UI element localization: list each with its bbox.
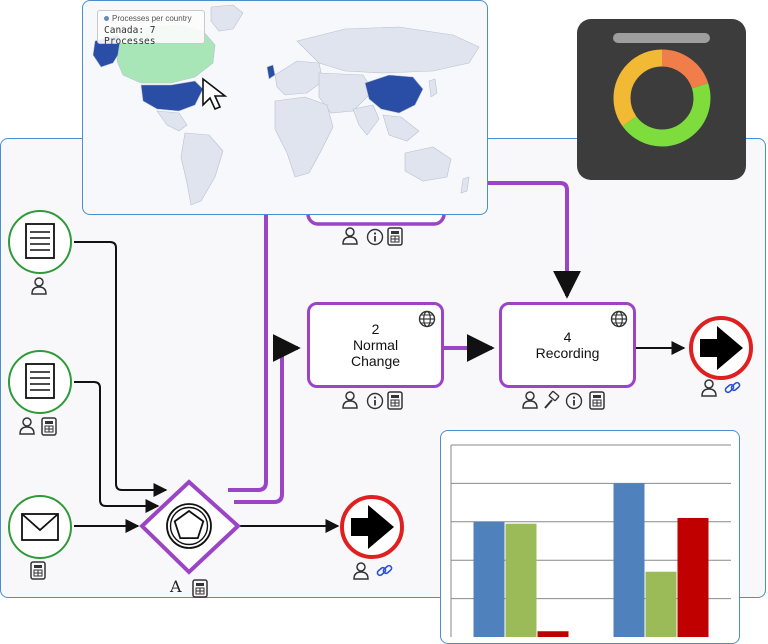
- map-region-greenland[interactable]: [210, 4, 244, 32]
- flow-doc1-to-gateway[interactable]: [74, 241, 168, 497]
- start-event-document-1[interactable]: [8, 210, 72, 274]
- calculator-icon: [41, 417, 57, 436]
- info-icon[interactable]: [565, 392, 583, 410]
- tooltip-value: Canada: 7 Processes: [104, 25, 156, 47]
- globe-icon: [610, 310, 628, 328]
- end-event-1[interactable]: [340, 495, 404, 559]
- user-icon: [701, 379, 717, 397]
- map-region-new-zealand[interactable]: [460, 176, 470, 194]
- map-region-africa[interactable]: [274, 96, 334, 178]
- user-icon: [19, 417, 35, 435]
- bar-series-1-category-1[interactable]: [473, 521, 505, 637]
- map-region-southeast-asia[interactable]: [382, 114, 420, 142]
- map-region-central-asia[interactable]: [318, 72, 374, 114]
- bar-series-3-category-2[interactable]: [677, 517, 709, 637]
- user-icon: [353, 562, 369, 580]
- user-icon: [522, 391, 538, 409]
- end-event-2[interactable]: [689, 316, 753, 380]
- bar-chart: [450, 444, 731, 637]
- donut-chart: [613, 33, 711, 147]
- flow-gateway-to-top-task[interactable]: [228, 214, 268, 492]
- info-icon[interactable]: [366, 228, 384, 246]
- task-label-line2: Change: [350, 353, 401, 369]
- bar-series-1-category-2[interactable]: [613, 483, 645, 637]
- link-icon[interactable]: [724, 381, 741, 394]
- widget-title-bar: [613, 33, 710, 43]
- world-map-widget[interactable]: Processes per country Canada: 7 Processe…: [82, 0, 488, 215]
- bar-series-2-category-1[interactable]: [505, 523, 537, 637]
- donut-widget[interactable]: [577, 19, 746, 180]
- map-tooltip: Processes per country Canada: 7 Processe…: [97, 10, 205, 47]
- map-region-russia[interactable]: [296, 26, 480, 74]
- user-icon: [342, 391, 358, 409]
- user-icon: [31, 277, 47, 295]
- start-event-document-2[interactable]: [8, 350, 72, 414]
- legend-dot-icon: [104, 16, 109, 21]
- task-number: 2: [371, 321, 380, 337]
- map-region-south-america[interactable]: [180, 132, 224, 206]
- calculator-icon: [30, 561, 46, 580]
- flow-doc2-to-gateway[interactable]: [74, 381, 160, 513]
- info-icon[interactable]: [366, 392, 384, 410]
- bar-chart-widget[interactable]: [440, 430, 740, 644]
- donut-segment-yellow[interactable]: [613, 49, 711, 147]
- gateway-complex[interactable]: [139, 479, 241, 575]
- mouse-cursor-icon: [202, 77, 228, 111]
- task-normal-change[interactable]: 2 Normal Change: [307, 302, 444, 388]
- gateway-label: A: [170, 577, 182, 596]
- task-label-line1: Normal: [352, 337, 399, 353]
- link-icon[interactable]: [376, 564, 393, 577]
- map-region-europe[interactable]: [274, 60, 324, 96]
- calculator-icon: [192, 579, 208, 598]
- map-region-china[interactable]: [364, 74, 424, 114]
- calculator-icon: [387, 391, 403, 410]
- map-region-usa[interactable]: [140, 80, 204, 112]
- flow-top-to-recording[interactable]: [487, 181, 581, 299]
- bar-series-2-category-2[interactable]: [645, 571, 677, 637]
- bar-series-3-category-1[interactable]: [537, 631, 569, 637]
- flow-gateway-to-normal-change[interactable]: [234, 334, 301, 504]
- tooltip-series: Processes per country: [112, 14, 192, 23]
- calculator-icon: [589, 391, 605, 410]
- user-icon: [342, 227, 358, 245]
- task-label-line1: Recording: [535, 345, 600, 361]
- donut-segments: [613, 49, 711, 147]
- map-region-japan[interactable]: [428, 78, 438, 98]
- start-event-message[interactable]: [8, 495, 72, 559]
- calculator-icon: [387, 227, 403, 246]
- map-region-australia[interactable]: [404, 146, 452, 182]
- globe-icon: [418, 310, 436, 328]
- donut-segment-green[interactable]: [613, 49, 711, 147]
- task-recording[interactable]: 4 Recording: [499, 302, 636, 388]
- gavel-icon: [544, 390, 560, 409]
- map-region-central-america[interactable]: [156, 110, 188, 132]
- task-number: 4: [563, 329, 572, 345]
- map-region-uk[interactable]: [266, 64, 276, 80]
- map-region-india[interactable]: [352, 104, 380, 136]
